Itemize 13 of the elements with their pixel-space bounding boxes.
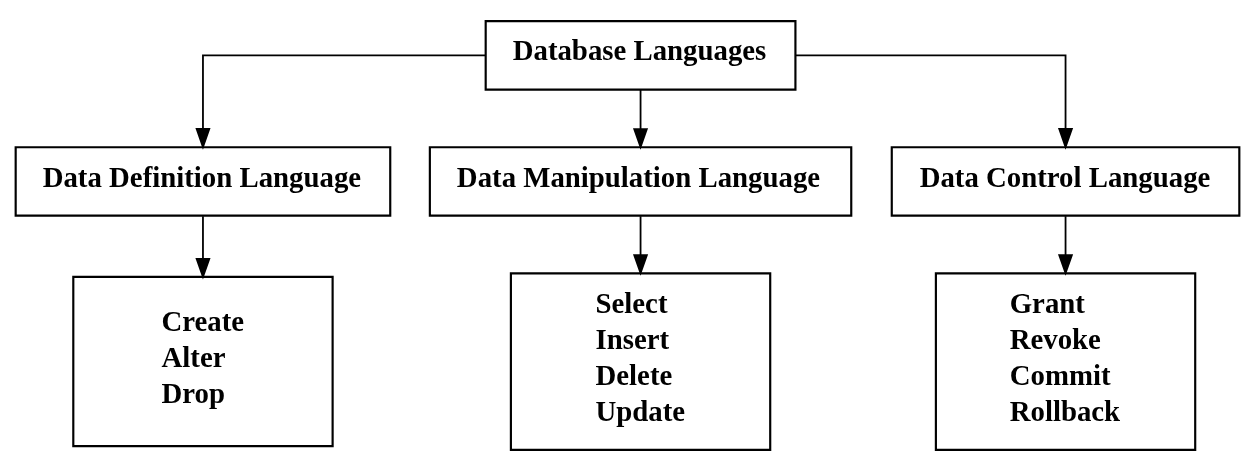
arrow [633, 88, 649, 150]
node-box: Select Insert Delete Update [509, 271, 772, 451]
node-box: Grant Revoke Commit Rollback [934, 271, 1197, 451]
node-box: Data Control Language [890, 145, 1241, 217]
node-box: Database Languages [484, 19, 797, 91]
node-box: Data Manipulation Language [428, 145, 853, 217]
arrow [195, 54, 487, 150]
node-box: Create Alter Drop [72, 275, 334, 447]
arrow [633, 214, 649, 276]
arrow [794, 54, 1074, 150]
arrow [1057, 214, 1074, 276]
arrow [195, 214, 211, 280]
node-box: Data Definition Language [14, 145, 392, 217]
